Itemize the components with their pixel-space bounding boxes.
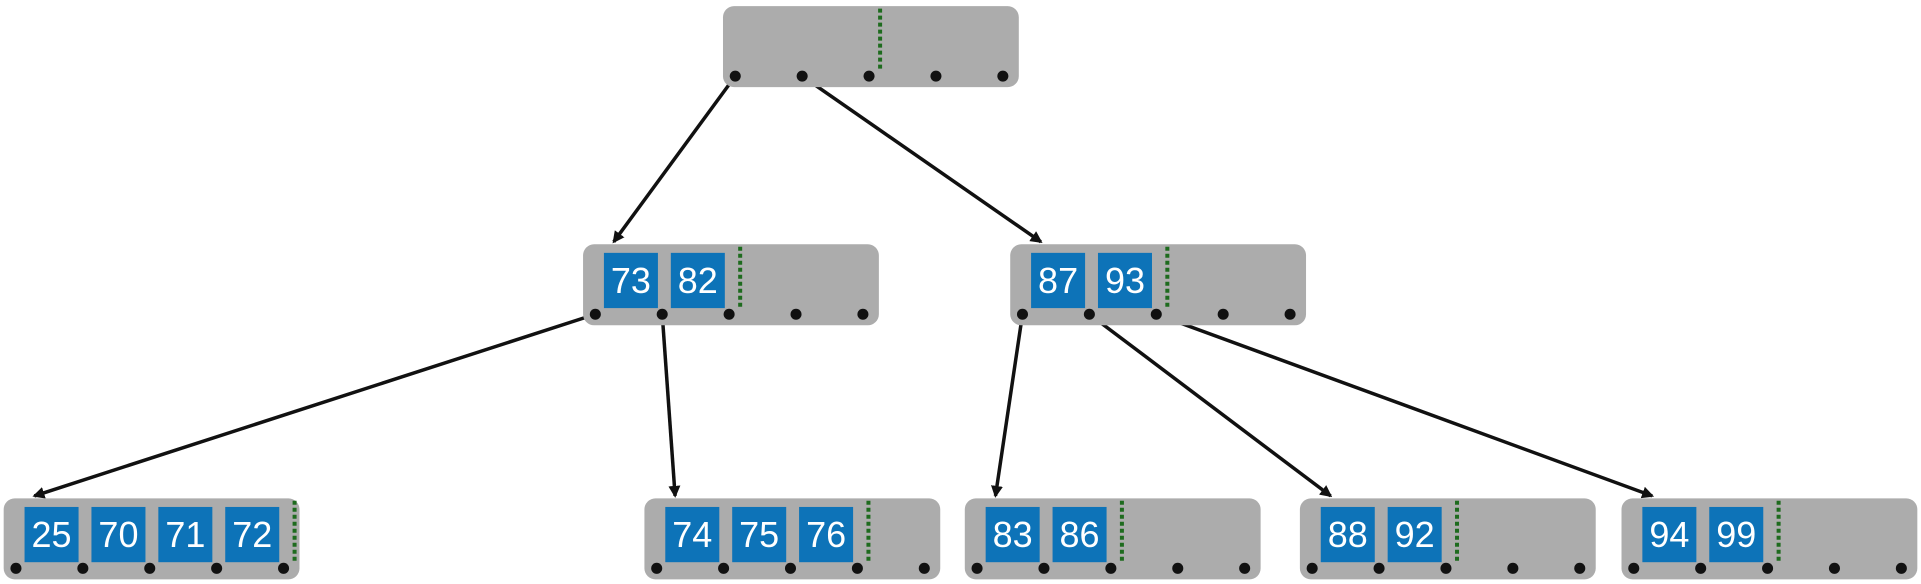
pointer-dot (10, 562, 22, 574)
tree-node-mid-right: 87 93 (1010, 244, 1307, 326)
pointer-dot (1895, 562, 1907, 574)
key-label: 82 (678, 260, 718, 301)
tree-node-leaf-4: 88 92 (1299, 498, 1596, 580)
nodes: 73 82 87 93 25 70 71 72 74 75 76 83 86 88 92 94 99 (3, 6, 1918, 580)
pointer-dot (1507, 562, 1519, 574)
pointer-dot (918, 562, 930, 574)
tree-node-leaf-2: 74 75 76 (644, 498, 941, 580)
key-label: 83 (993, 514, 1033, 555)
pointer-dot (1762, 562, 1774, 574)
key-label: 70 (98, 514, 138, 555)
edge-mid-right-to-leaf-3 (991, 313, 1025, 498)
edge-mid-right-to-leaf-4 (1088, 312, 1333, 498)
key-box (603, 252, 658, 309)
key-box (158, 506, 213, 563)
key-box (732, 506, 787, 563)
key-label: 87 (1038, 260, 1078, 301)
edges (32, 74, 1655, 499)
pointer-dot (1284, 308, 1296, 320)
pointer-dot (1217, 308, 1229, 320)
key-box (1052, 506, 1107, 563)
key-box (91, 506, 146, 563)
pointer-dot (656, 308, 668, 320)
pointer-dot (1574, 562, 1586, 574)
pointer-dot (1016, 308, 1029, 320)
key-box (1320, 506, 1375, 563)
pointer-dot (1083, 308, 1095, 320)
key-label: 25 (32, 514, 72, 555)
key-label: 76 (806, 514, 846, 555)
pointer-dot (1695, 562, 1707, 574)
key-label: 94 (1649, 514, 1689, 555)
key-label: 99 (1716, 514, 1756, 555)
pointer-dot (211, 562, 223, 574)
pointer-dot (144, 562, 156, 574)
key-box (24, 506, 79, 563)
pointer-dot (651, 562, 663, 574)
pointer-dot (851, 562, 863, 574)
pointer-dot (997, 70, 1009, 82)
key-label: 93 (1105, 260, 1145, 301)
pointer-dot (1628, 562, 1640, 574)
pointer-dot (1038, 562, 1050, 574)
pointer-dot (1172, 562, 1184, 574)
edge-mid-right-to-leaf-5 (1155, 312, 1655, 499)
key-label: 88 (1328, 514, 1368, 555)
pointer-dot (790, 308, 802, 320)
key-box (799, 506, 854, 563)
key-label: 86 (1060, 514, 1100, 555)
node-background (722, 6, 1019, 88)
tree-node-leaf-5: 94 99 (1621, 498, 1918, 580)
pointer-dot (930, 70, 942, 82)
pointer-dot (718, 562, 730, 574)
key-box (1387, 506, 1442, 563)
key-box (1031, 252, 1086, 309)
key-box (225, 506, 280, 563)
edge-mid-left-to-leaf-1 (32, 312, 596, 499)
pointer-dot (729, 70, 741, 82)
tree-node-leaf-1: 25 70 71 72 (3, 498, 300, 580)
pointer-dot (278, 562, 290, 574)
pointer-dot (723, 308, 735, 320)
key-label: 71 (165, 514, 205, 555)
tree-node-mid-left: 73 82 (583, 244, 879, 326)
pointer-dot (863, 70, 875, 82)
edge-mid-left-to-leaf-2 (660, 314, 681, 498)
key-label: 74 (672, 514, 712, 555)
edge-root-to-mid-left (612, 75, 737, 244)
tree-node-leaf-3: 83 86 (964, 498, 1261, 580)
pointer-dot (1105, 562, 1117, 574)
pointer-dot (1828, 562, 1840, 574)
pointer-dot (1373, 562, 1385, 574)
pointer-dot (796, 70, 808, 82)
key-label: 73 (611, 260, 651, 301)
key-box (670, 252, 725, 309)
key-box (665, 506, 720, 563)
pointer-dot (1239, 562, 1251, 574)
key-box (1097, 252, 1152, 309)
pointer-dot (971, 562, 983, 574)
pointer-dot (857, 308, 869, 320)
key-label: 75 (739, 514, 779, 555)
key-box (1709, 506, 1764, 563)
pointer-dot (77, 562, 89, 574)
key-box (985, 506, 1040, 563)
pointer-dot (784, 562, 797, 574)
pointer-dot (1150, 308, 1162, 320)
tree-node-root (722, 6, 1019, 88)
key-box (1642, 506, 1697, 563)
edge-root-to-mid-right (801, 74, 1043, 244)
pointer-dot (589, 308, 601, 320)
pointer-dot (1306, 562, 1318, 574)
key-label: 72 (232, 514, 272, 555)
key-label: 92 (1395, 514, 1435, 555)
pointer-dot (1440, 562, 1452, 574)
